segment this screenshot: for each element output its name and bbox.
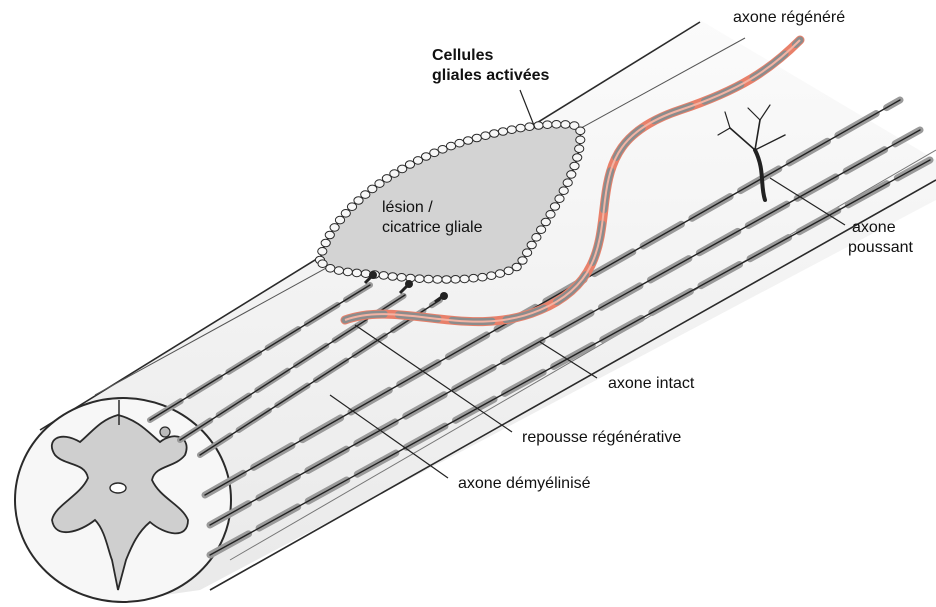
- glial-cell: [343, 268, 352, 276]
- glial-cell: [438, 146, 447, 154]
- glial-cell: [563, 179, 572, 187]
- glial-cell: [321, 239, 330, 247]
- glial-cell: [552, 121, 561, 129]
- glial-cell: [523, 249, 532, 257]
- glial-cell: [335, 216, 344, 224]
- glial-cell: [570, 162, 579, 170]
- glial-cell: [567, 171, 576, 179]
- glial-cell: [464, 137, 473, 145]
- glial-cell: [525, 123, 534, 131]
- label-sprouting-axon-line2: poussant: [848, 239, 913, 256]
- glial-cell: [541, 218, 550, 226]
- glial-cell: [446, 142, 455, 150]
- glial-cell: [534, 122, 543, 130]
- axon-stump-end-3: [440, 292, 448, 300]
- glial-cell: [546, 211, 555, 219]
- glial-cell: [341, 210, 350, 218]
- glial-cell: [361, 270, 370, 278]
- glial-cell: [330, 224, 339, 232]
- glial-cell: [354, 197, 363, 205]
- leader-glial-cells: [520, 90, 535, 128]
- glial-cell: [388, 273, 397, 281]
- glial-cell: [430, 149, 439, 157]
- glial-cell: [325, 231, 334, 239]
- glial-cell: [576, 136, 585, 144]
- label-regenerated-axon: axone régénéré: [733, 9, 845, 26]
- glial-cell: [478, 273, 487, 281]
- glial-cell: [518, 257, 527, 265]
- glial-cell: [573, 154, 582, 162]
- glial-cell: [472, 134, 481, 142]
- glial-cell: [375, 180, 384, 188]
- glial-cell: [504, 267, 513, 275]
- glial-cell: [442, 276, 451, 284]
- glial-cell: [469, 274, 478, 282]
- glial-cell: [415, 275, 424, 283]
- glial-cell: [455, 139, 464, 147]
- axon-stump-end-1: [369, 271, 377, 279]
- glial-cell: [361, 191, 370, 199]
- axon-cross-section: [160, 427, 170, 437]
- axon-stump-end-2: [405, 280, 413, 288]
- glial-cell: [422, 153, 431, 161]
- glial-cell: [498, 128, 507, 136]
- glial-cell: [537, 226, 546, 234]
- glial-cell: [487, 272, 496, 280]
- label-sprouting-axon-line1: axone: [852, 219, 896, 236]
- label-lesion-line2: cicatrice gliale: [382, 219, 483, 236]
- glial-cell: [397, 274, 406, 282]
- glial-cell: [424, 275, 433, 283]
- glial-cell: [433, 276, 442, 284]
- central-canal: [110, 483, 126, 493]
- glial-cell: [318, 260, 327, 268]
- glial-cell: [490, 130, 499, 138]
- glial-cell: [507, 126, 516, 134]
- glial-cell: [559, 187, 568, 195]
- glial-cell: [555, 195, 564, 203]
- glial-cell: [561, 121, 570, 129]
- glial-cell: [550, 203, 559, 211]
- glial-cell: [516, 124, 525, 132]
- glial-cell: [347, 203, 356, 211]
- glial-cell: [481, 132, 490, 140]
- glial-cell: [460, 275, 469, 283]
- label-activated-glial-cells-line2: gliales activées: [432, 67, 550, 84]
- label-lesion-line1: lésion /: [382, 199, 433, 216]
- label-activated-glial-cells-line1: Cellules: [432, 47, 493, 64]
- glial-cell: [390, 170, 399, 178]
- glial-cell: [334, 267, 343, 275]
- label-regenerative-regrowth: repousse régénérative: [522, 429, 681, 446]
- glial-cell: [352, 269, 361, 277]
- glial-cell: [543, 121, 552, 129]
- glial-cell: [318, 248, 327, 256]
- glial-cell: [532, 234, 541, 242]
- glial-cell: [576, 127, 585, 135]
- glial-cell: [495, 270, 504, 278]
- glial-cell: [575, 145, 584, 153]
- glial-cell: [379, 272, 388, 280]
- glial-cell: [451, 276, 460, 284]
- label-demyelinated-axon: axone démyélinisé: [458, 475, 591, 492]
- label-intact-axon: axone intact: [608, 375, 695, 392]
- glial-cell: [527, 241, 536, 249]
